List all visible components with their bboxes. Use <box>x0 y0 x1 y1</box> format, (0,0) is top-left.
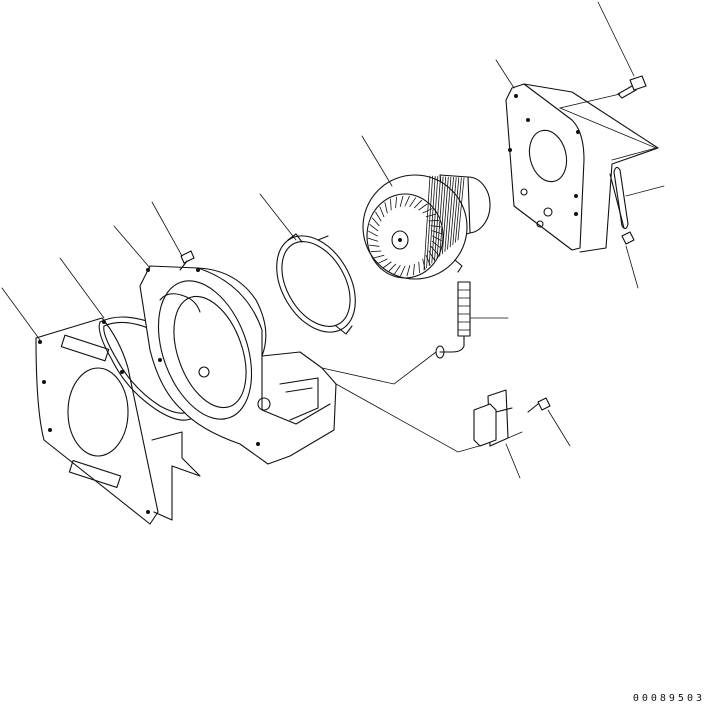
fan-cage-rib <box>436 176 444 259</box>
bracket-bolt-lower <box>621 231 635 245</box>
fan-cage-rib <box>423 175 431 271</box>
fan-blade <box>370 250 382 253</box>
fan-cage-rib <box>431 176 439 264</box>
fan-blade <box>418 203 428 211</box>
fan-cage-rib <box>439 176 447 257</box>
bracket <box>505 83 659 253</box>
fan-cage-rib <box>457 177 465 241</box>
fan-blade <box>395 196 398 209</box>
fan-blade <box>430 245 439 255</box>
fan-cage-rib <box>444 176 452 252</box>
fan-cage-rib <box>441 176 449 255</box>
fan-blade <box>368 244 380 247</box>
rear-plate <box>35 317 201 525</box>
fan-blade <box>368 230 378 237</box>
fan-cage-rib <box>449 177 457 248</box>
fan-blade <box>384 202 388 214</box>
fan-blade <box>412 263 415 276</box>
fan-blade <box>422 258 426 270</box>
fan-blade <box>382 261 392 269</box>
fan-blade <box>393 265 401 275</box>
fan-blade <box>400 265 406 277</box>
fan-blade <box>418 261 420 274</box>
drawing-code: 00089503 <box>632 693 705 704</box>
connection-lines <box>321 93 658 453</box>
fan-blade <box>399 195 404 207</box>
fan-blade <box>413 199 423 209</box>
fan-blade <box>387 263 397 273</box>
blower-fan-motor <box>362 174 491 280</box>
clip <box>609 166 629 230</box>
fan-blade <box>377 258 388 264</box>
fan-blade <box>375 211 382 222</box>
gasket <box>276 233 356 335</box>
housing-screw <box>179 250 195 271</box>
resistor-screw <box>527 397 551 413</box>
fan-blade <box>373 254 385 259</box>
fan-blade <box>371 217 380 227</box>
fan-blade <box>406 265 411 277</box>
fan-blade <box>369 223 379 232</box>
blower-housing <box>139 265 337 465</box>
bracket-bolt-upper <box>617 75 647 99</box>
fan-cage-rib <box>454 177 462 243</box>
fan-blade <box>367 237 379 242</box>
fan-cage-rib <box>426 175 434 269</box>
fan-cage-rib <box>452 177 460 246</box>
resistor <box>473 389 513 447</box>
fan-blade <box>432 235 442 242</box>
fan-cage-rib <box>447 176 454 250</box>
fan-blade <box>409 197 417 207</box>
fan-blade <box>379 206 385 218</box>
fan-blade <box>390 198 392 211</box>
fan-blade <box>404 195 410 207</box>
fan-cage-rib <box>428 175 436 266</box>
fan-cage-rib <box>434 176 441 262</box>
leader-lines <box>1 1 665 479</box>
wire-harness-connector <box>435 281 471 359</box>
